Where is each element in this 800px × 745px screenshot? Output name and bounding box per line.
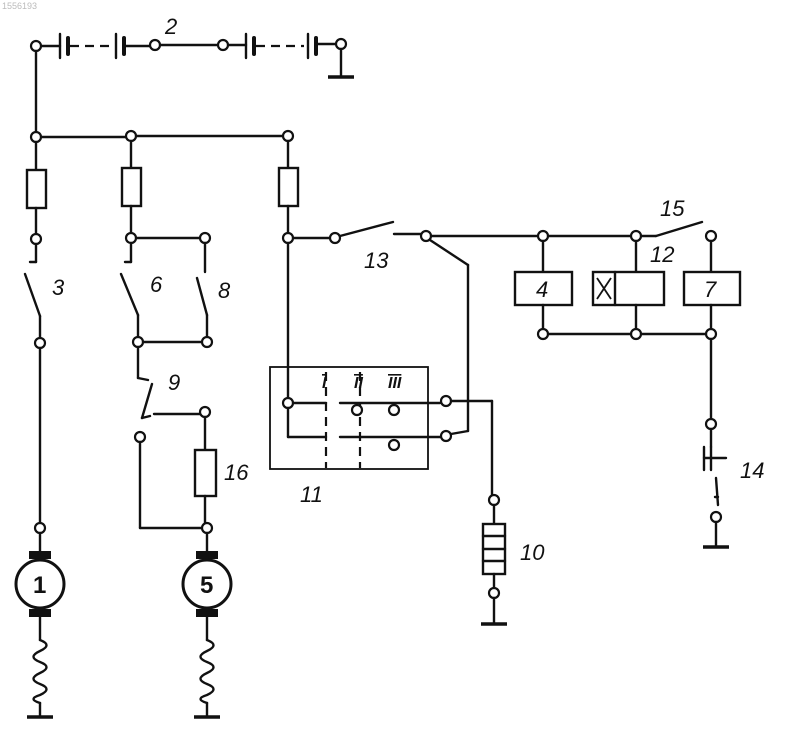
- label-switch-9: 9: [168, 370, 180, 395]
- fuse-middle: [122, 141, 141, 243]
- switch-3: [25, 244, 45, 533]
- label-relay-12: 12: [650, 242, 674, 267]
- button-14: [703, 339, 729, 547]
- label-switch-3: 3: [52, 275, 65, 300]
- resistor-10: [481, 495, 507, 624]
- label-switch-11: 11: [300, 482, 323, 507]
- switch-11: [270, 367, 492, 495]
- label-relay-4: 4: [536, 277, 548, 302]
- corner-text: 1556193: [2, 1, 37, 11]
- label-button-14: 14: [740, 458, 764, 483]
- label-switch-15: 15: [660, 196, 685, 221]
- switch-6-8: [121, 233, 212, 347]
- battery-2: [36, 34, 354, 77]
- label-motor-5: 5: [200, 572, 213, 599]
- label-switch-13: 13: [364, 248, 389, 273]
- label-switch-6: 6: [150, 272, 163, 297]
- label-battery: 2: [164, 14, 177, 39]
- resistor-16: [195, 417, 216, 533]
- label-position-3: III: [388, 375, 402, 392]
- label-switch-8: 8: [218, 278, 231, 303]
- motor-5: [183, 533, 231, 717]
- switch-13: [293, 222, 538, 431]
- label-resistor-16: 16: [224, 460, 249, 485]
- main-bus: [31, 41, 293, 142]
- label-position-1: I: [322, 375, 327, 392]
- motor-1: [16, 533, 64, 717]
- fuse-left: [27, 142, 46, 244]
- label-motor-1: 1: [33, 572, 46, 599]
- fuse-right: [279, 141, 298, 243]
- label-relay-7: 7: [704, 277, 717, 302]
- label-resistor-10: 10: [520, 540, 545, 565]
- label-position-2: II: [354, 375, 363, 392]
